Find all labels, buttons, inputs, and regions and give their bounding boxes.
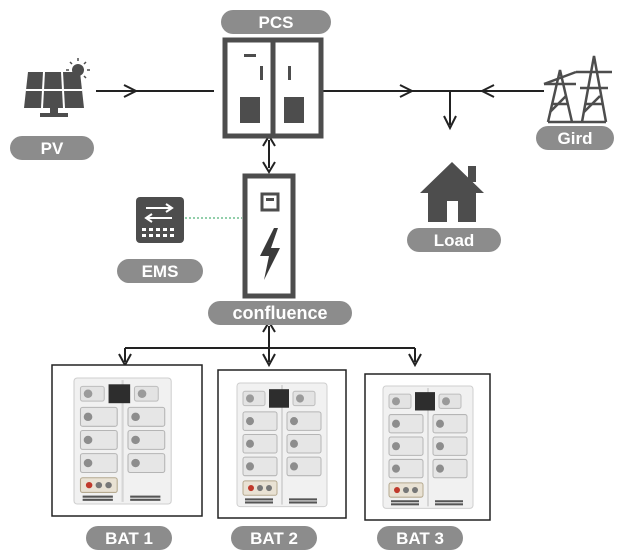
transmission-tower-icon bbox=[543, 55, 612, 124]
solar-panel-icon bbox=[24, 58, 90, 117]
house-icon bbox=[420, 162, 484, 222]
ems-controller-icon bbox=[136, 197, 184, 243]
svg-text:PV: PV bbox=[41, 139, 64, 158]
pv-label: PV bbox=[10, 136, 94, 160]
svg-text:Gird: Gird bbox=[558, 129, 593, 148]
bat3-label: BAT 3 bbox=[377, 526, 463, 550]
grid-label: Gird bbox=[536, 126, 614, 150]
svg-text:EMS: EMS bbox=[142, 262, 179, 281]
svg-text:BAT 3: BAT 3 bbox=[396, 529, 444, 548]
svg-text:PCS: PCS bbox=[259, 13, 294, 32]
svg-text:Load: Load bbox=[434, 231, 475, 250]
battery-frame-3 bbox=[364, 373, 491, 521]
bat2-label: BAT 2 bbox=[231, 526, 317, 550]
battery-cabinet-icon bbox=[382, 385, 474, 509]
svg-text:BAT 1: BAT 1 bbox=[105, 529, 153, 548]
battery-frame-2 bbox=[217, 369, 347, 519]
pcs-label: PCS bbox=[221, 10, 331, 34]
battery-cabinet-icon bbox=[73, 377, 172, 505]
confluence-label: confluence bbox=[208, 301, 352, 325]
battery-cabinet-icon bbox=[236, 382, 328, 508]
pcs-cabinet-icon bbox=[222, 37, 324, 139]
svg-text:BAT 2: BAT 2 bbox=[250, 529, 298, 548]
ems-label: EMS bbox=[117, 259, 203, 283]
load-label: Load bbox=[407, 228, 501, 252]
battery-frame-1 bbox=[51, 364, 203, 517]
bat1-label: BAT 1 bbox=[86, 526, 172, 550]
confluence-cabinet-icon bbox=[242, 173, 296, 299]
svg-text:confluence: confluence bbox=[232, 303, 327, 323]
